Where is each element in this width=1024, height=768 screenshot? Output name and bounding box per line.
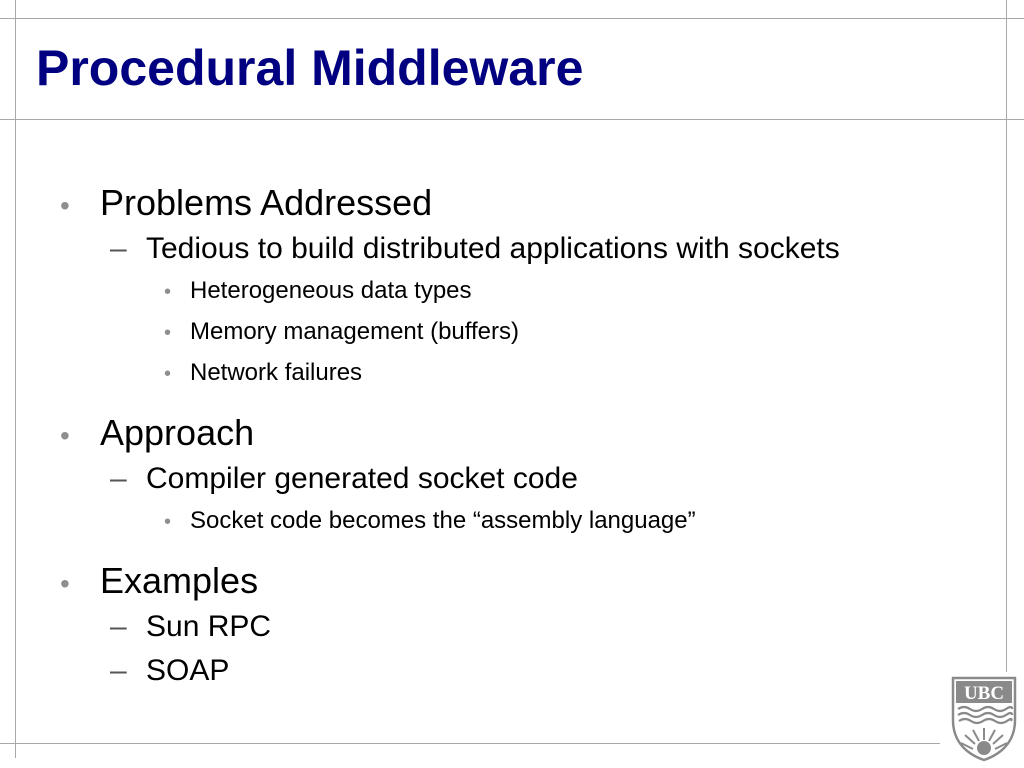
crest-wave-1 bbox=[957, 705, 1014, 713]
sub-sub-bullet-text: Heterogeneous data types bbox=[190, 277, 472, 304]
frame-line-bottom bbox=[0, 743, 940, 744]
bullet-marker: • bbox=[60, 190, 70, 221]
frame-line-right bbox=[1006, 0, 1007, 672]
slide-title: Procedural Middleware bbox=[36, 40, 584, 96]
sub-sub-bullet-network-failures: • Network failures bbox=[164, 353, 980, 394]
bullet-marker: • bbox=[164, 281, 172, 303]
crest-wave-3 bbox=[958, 717, 1013, 725]
sub-bullet-text: Tedious to build distributed application… bbox=[146, 232, 840, 265]
bullet-text: Problems Addressed bbox=[100, 182, 433, 223]
slide-content: • Problems Addressed – Tedious to build … bbox=[60, 182, 980, 693]
sub-sub-bullet-assembly-language: • Socket code becomes the “assembly lang… bbox=[164, 501, 980, 542]
sub-bullet-soap: – SOAP bbox=[110, 649, 980, 693]
sub-bullet-text: Compiler generated socket code bbox=[146, 462, 578, 495]
sub-bullet-text: Sun RPC bbox=[146, 610, 272, 643]
crest-sun-rays bbox=[960, 728, 1008, 750]
crest-sun bbox=[977, 741, 991, 755]
bullet-marker: • bbox=[60, 420, 70, 451]
ubc-logo: UBC bbox=[951, 676, 1017, 762]
dash-marker: – bbox=[110, 610, 127, 643]
sub-bullet-text: SOAP bbox=[146, 654, 230, 687]
bullet-problems-addressed: • Problems Addressed bbox=[60, 182, 980, 227]
bullet-marker: • bbox=[164, 363, 172, 385]
bullet-approach: • Approach bbox=[60, 412, 980, 457]
sub-sub-bullet-heterogeneous-data: • Heterogeneous data types bbox=[164, 271, 980, 312]
crest-header-band bbox=[956, 681, 1012, 703]
sub-bullet-compiler-generated: – Compiler generated socket code bbox=[110, 457, 980, 501]
bullet-marker: • bbox=[60, 568, 70, 599]
sub-sub-bullet-text: Socket code becomes the “assembly langua… bbox=[190, 507, 696, 534]
crest-wave-2 bbox=[957, 711, 1014, 719]
sub-sub-bullet-text: Network failures bbox=[190, 359, 363, 386]
bullet-marker: • bbox=[164, 322, 172, 344]
dash-marker: – bbox=[110, 232, 127, 265]
crest-ubc-text: UBC bbox=[964, 683, 1004, 704]
dash-marker: – bbox=[110, 462, 127, 495]
bullet-marker: • bbox=[164, 511, 172, 533]
bullet-examples: • Examples bbox=[60, 560, 980, 605]
bullet-text: Examples bbox=[100, 560, 259, 601]
dash-marker: – bbox=[110, 654, 127, 687]
sub-bullet-sun-rpc: – Sun RPC bbox=[110, 605, 980, 649]
frame-line-left bbox=[15, 0, 16, 758]
frame-line-top bbox=[0, 18, 1024, 19]
bullet-text: Approach bbox=[100, 412, 255, 453]
frame-line-title-divider bbox=[0, 119, 1024, 120]
sub-sub-bullet-text: Memory management (buffers) bbox=[190, 318, 520, 345]
sub-sub-bullet-memory-management: • Memory management (buffers) bbox=[164, 312, 980, 353]
sub-bullet-tedious-sockets: – Tedious to build distributed applicati… bbox=[110, 227, 980, 271]
